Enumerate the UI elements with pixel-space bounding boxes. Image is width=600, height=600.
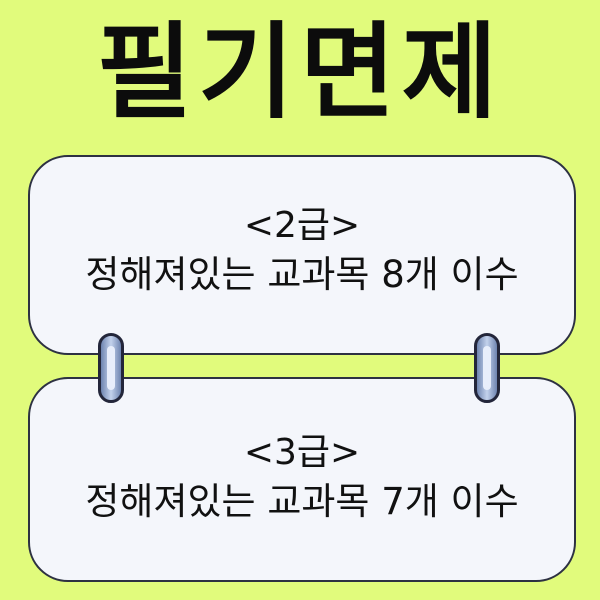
grade-3-card: <3급> 정해져있는 교과목 7개 이수 xyxy=(28,377,576,582)
grade-2-description: 정해져있는 교과목 8개 이수 xyxy=(85,253,519,296)
grade-3-label: <3급> xyxy=(243,432,361,473)
page-title: 필기면제 xyxy=(96,11,504,133)
grade-2-label: <2급> xyxy=(243,205,361,246)
binder-ring-left-icon xyxy=(98,333,124,403)
binder-ring-right-icon xyxy=(474,333,500,403)
grade-2-card: <2급> 정해져있는 교과목 8개 이수 xyxy=(28,155,576,355)
grade-3-description: 정해져있는 교과목 7개 이수 xyxy=(85,480,519,523)
